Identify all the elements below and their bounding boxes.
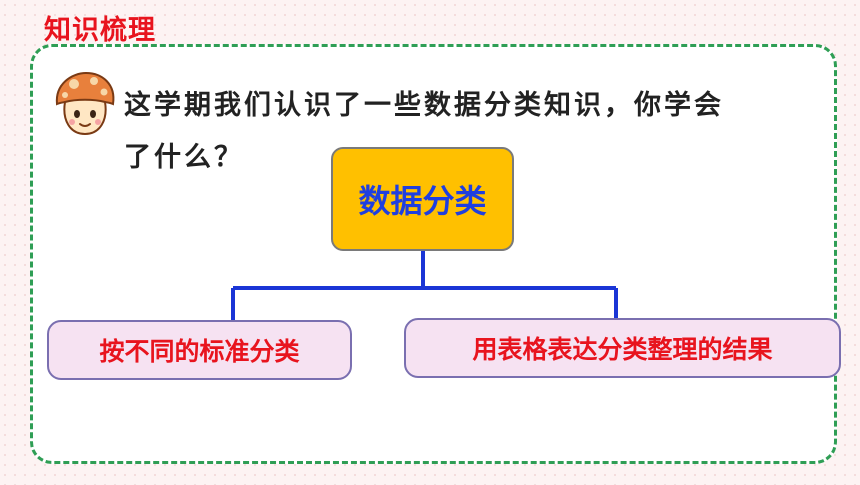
mushroom-mascot-icon <box>55 71 115 136</box>
question-text: 这学期我们认识了一些数据分类知识，你学会 了什么？ <box>124 80 824 184</box>
child-node-standard-classification: 按不同的标准分类 <box>47 320 352 380</box>
content-panel <box>30 44 837 464</box>
child-node-table-results: 用表格表达分类整理的结果 <box>404 318 841 378</box>
question-line-1: 这学期我们认识了一些数据分类知识，你学会 <box>124 90 724 121</box>
section-title: 知识梳理 <box>44 15 156 46</box>
root-node: 数据分类 <box>331 147 514 251</box>
question-line-2: 了什么？ <box>124 142 244 173</box>
